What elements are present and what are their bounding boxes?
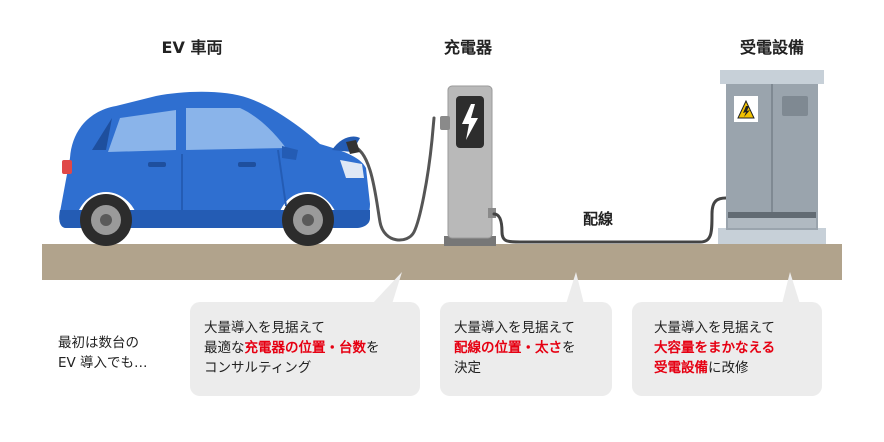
charger-unit xyxy=(440,85,496,246)
ev-car xyxy=(59,91,370,246)
bubble3-highlight-2: 受電設備 xyxy=(654,360,708,376)
bubble-tail-2 xyxy=(566,272,584,304)
wiring-line xyxy=(492,196,728,244)
bubble3-line3: 受電設備に改修 xyxy=(654,358,812,378)
ground xyxy=(42,244,842,280)
label-wiring: 配線 xyxy=(582,210,614,228)
bubble2-line3: 決定 xyxy=(454,360,481,376)
bubble-tail-1 xyxy=(372,272,402,304)
label-ev-vehicle: EV 車両 xyxy=(161,38,223,57)
bubble-substation-upgrade: 大量導入を見据えて 大容量をまかなえる 受電設備に改修 xyxy=(632,302,822,396)
bubble2-line1: 大量導入を見据えて xyxy=(454,320,575,336)
bubble2-line2: 配線の位置・太さを xyxy=(454,338,602,358)
bubble-charger-consulting: 大量導入を見据えて 最適な充電器の位置・台数を コンサルティング xyxy=(190,302,420,396)
intro-note: 最初は数台の EV 導入でも… xyxy=(58,333,148,373)
label-charger: 充電器 xyxy=(443,38,493,57)
bubble-tail-3 xyxy=(782,272,800,304)
substation-unit xyxy=(718,70,826,244)
intro-note-line2: EV 導入でも… xyxy=(58,355,148,371)
bubble3-highlight-1: 大容量をまかなえる xyxy=(654,340,776,356)
bubble3-line2: 大容量をまかなえる xyxy=(654,338,812,358)
bubble2-highlight: 配線の位置・太さ xyxy=(454,340,562,356)
bubble3-line3-suffix: に改修 xyxy=(708,360,749,376)
charging-cable xyxy=(350,116,436,242)
bubble1-highlight: 充電器の位置・台数 xyxy=(244,340,367,356)
bubble1-line2-suffix: を xyxy=(366,340,380,356)
bubble3-line1: 大量導入を見据えて xyxy=(654,320,775,336)
intro-note-line1: 最初は数台の xyxy=(58,335,139,351)
bubble1-line1: 大量導入を見据えて xyxy=(204,320,325,336)
bubble1-line2-prefix: 最適な xyxy=(204,340,245,356)
bubble1-line3: コンサルティング xyxy=(204,360,312,376)
bubble-wiring-decision: 大量導入を見据えて 配線の位置・太さを 決定 xyxy=(440,302,612,396)
bubble1-line2: 最適な充電器の位置・台数を xyxy=(204,338,408,358)
label-substation: 受電設備 xyxy=(739,38,805,57)
bubble2-line2-suffix: を xyxy=(562,340,576,356)
